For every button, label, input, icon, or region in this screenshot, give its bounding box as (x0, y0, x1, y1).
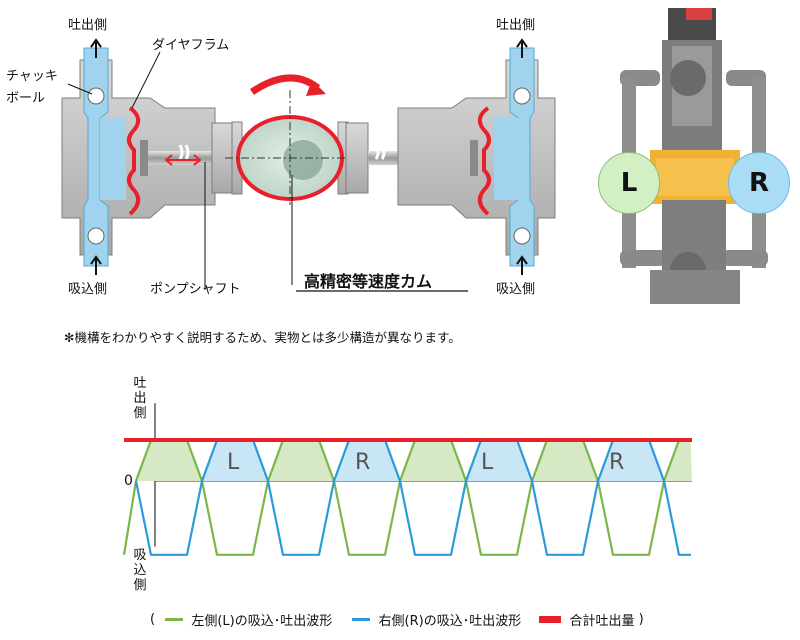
region-label: L (481, 450, 494, 475)
legend-swatch-blue (352, 618, 371, 621)
legend-swatch-red (539, 616, 562, 623)
legend-swatch-green (165, 618, 184, 621)
region-label: L (227, 450, 240, 475)
reciprocating-arrow-left-icon (164, 154, 202, 166)
zero-label: 0 (124, 473, 133, 489)
suction-arrow-right-icon (516, 255, 528, 275)
badge-left: L (598, 152, 660, 214)
diaphragm-left (127, 106, 141, 216)
label-suction-left: 吸込側 (68, 282, 108, 297)
cam (225, 90, 360, 205)
region-label: R (355, 450, 371, 475)
diaphragm-right (477, 106, 491, 216)
label-diaphragm: ダイヤフラム (152, 38, 230, 53)
y-axis-bottom-label: 吸込側 (133, 548, 147, 593)
label-discharge-left: 吐出側 (68, 18, 108, 33)
label-discharge-right: 吐出側 (496, 18, 536, 33)
legend-left-series: 左側(L)の吸込･吐出波形 (191, 614, 333, 629)
right-pump-head (397, 47, 556, 267)
left-series-line (122, 438, 691, 556)
label-suction-right: 吸込側 (496, 282, 536, 297)
left-series-area (136, 440, 692, 481)
label-check-ball: チャッキ ボール (6, 69, 58, 106)
check-ball-icon (513, 87, 531, 105)
region-label: R (609, 450, 625, 475)
suction-arrow-left-icon (90, 255, 102, 275)
check-ball-icon (87, 227, 105, 245)
discharge-arrow-right-icon (516, 38, 528, 58)
chart-legend: ( 左側(L)の吸込･吐出波形 右側(R)の吸込･吐出波形 合計吐出量 ) (150, 610, 644, 629)
y-axis-top-label: 吐出側 (133, 376, 147, 421)
legend-right-series: 右側(R)の吸込･吐出波形 (378, 614, 522, 629)
note-text: ✻機構をわかりやすく説明するため、実物とは多少構造が異なります。 (64, 330, 461, 345)
legend-close: ) (638, 612, 644, 627)
left-pump-head (61, 47, 216, 267)
label-pump-shaft: ポンプシャフト (150, 282, 241, 297)
label-cam: 高精密等速度カム (304, 272, 433, 291)
right-series-area (136, 440, 692, 481)
legend-total: 合計吐出量 (569, 614, 635, 629)
badge-right: R (728, 152, 790, 214)
discharge-arrow-left-icon (90, 38, 102, 58)
check-ball-icon (513, 227, 531, 245)
check-ball-icon (87, 87, 105, 105)
legend-open: ( (150, 612, 156, 627)
